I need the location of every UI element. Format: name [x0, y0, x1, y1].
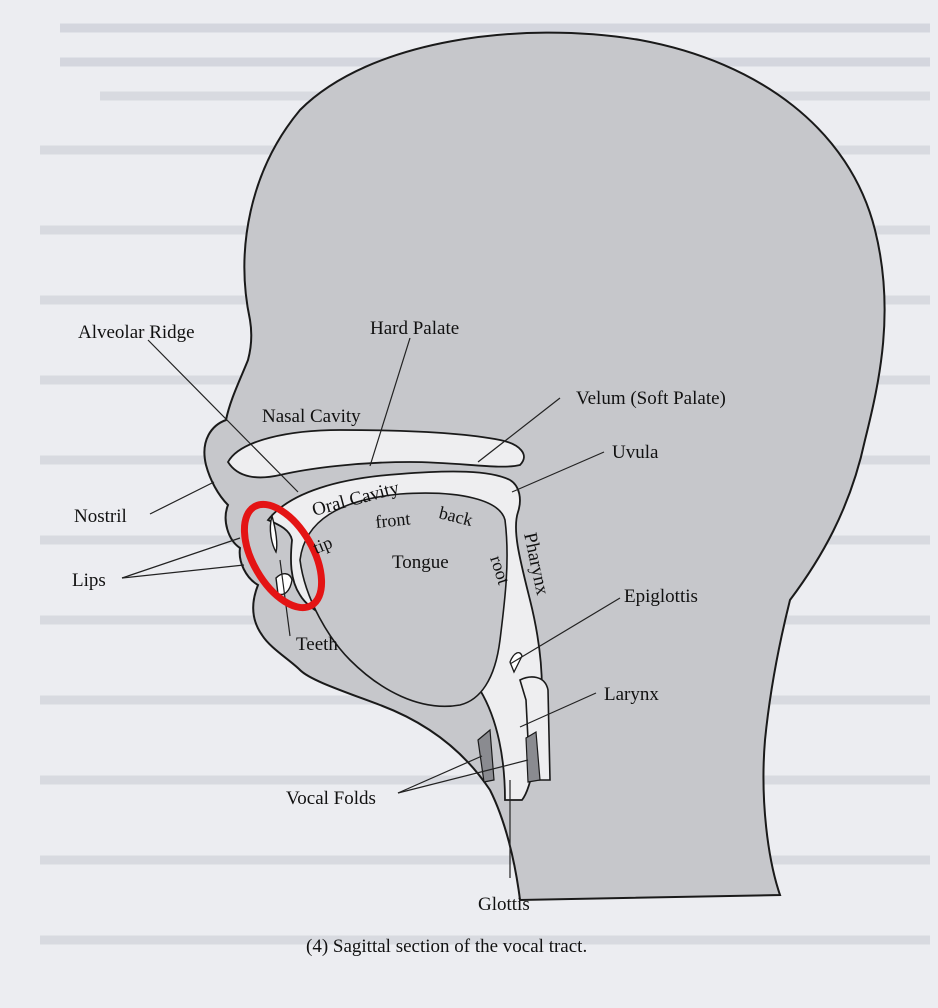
label-teeth: Teeth	[296, 634, 338, 655]
label-alveolar-ridge: Alveolar Ridge	[78, 322, 195, 343]
label-tongue: Tongue	[392, 552, 449, 573]
figure-caption: (4) Sagittal section of the vocal tract.	[306, 936, 587, 957]
label-velum: Velum (Soft Palate)	[576, 388, 726, 409]
label-uvula: Uvula	[612, 442, 659, 463]
label-front: front	[374, 508, 411, 532]
label-vocal-folds: Vocal Folds	[286, 788, 376, 809]
label-nostril: Nostril	[74, 506, 127, 527]
label-hard-palate: Hard Palate	[370, 318, 459, 339]
label-glottis: Glottis	[478, 894, 530, 915]
label-nasal-cavity: Nasal Cavity	[262, 406, 361, 427]
label-lips: Lips	[72, 570, 106, 591]
label-epiglottis: Epiglottis	[624, 586, 698, 607]
label-larynx: Larynx	[604, 684, 659, 705]
